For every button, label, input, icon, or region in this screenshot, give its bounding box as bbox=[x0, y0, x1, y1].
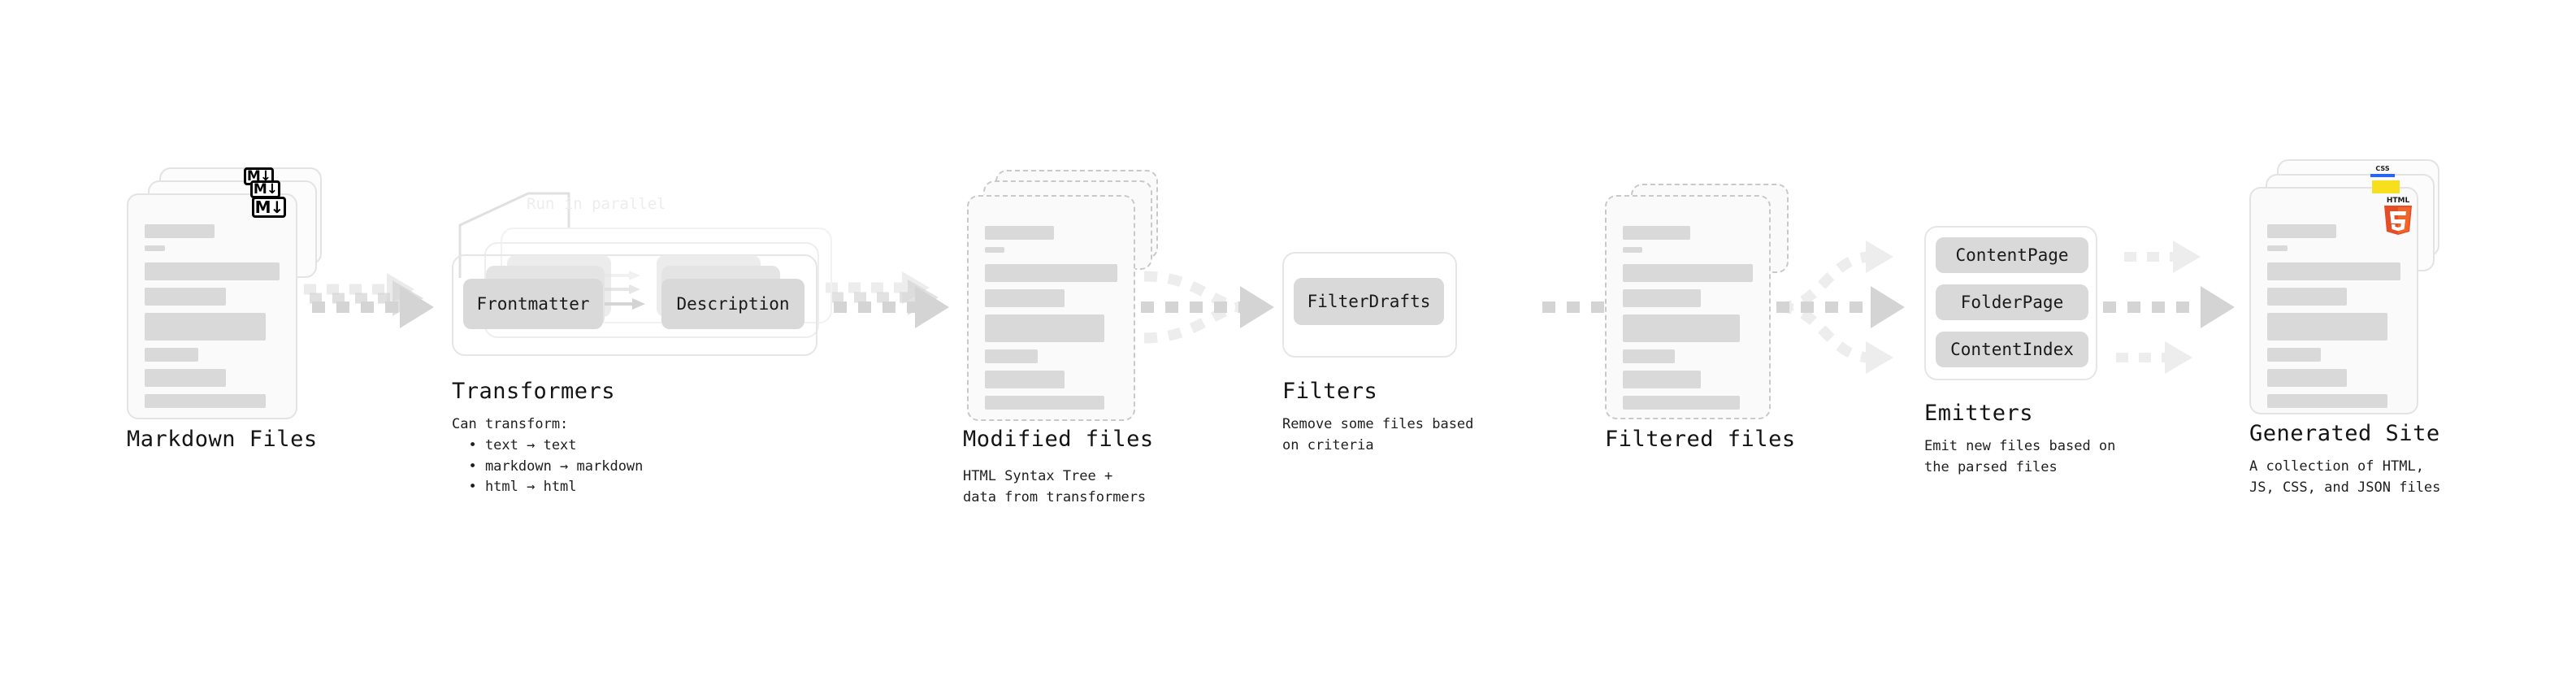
skeleton-line bbox=[145, 288, 226, 306]
transformers-subtitle: Can transform: • text → text • markdown … bbox=[452, 416, 644, 496]
run-in-parallel-bracket bbox=[458, 192, 570, 278]
skeleton-line bbox=[1623, 247, 1642, 253]
svg-text:HTML: HTML bbox=[2387, 197, 2410, 205]
skeleton-line bbox=[2267, 394, 2387, 408]
arrow-filtered-to-emitters bbox=[1776, 241, 1905, 374]
skeleton-line bbox=[1623, 396, 1740, 410]
generated-file-html bbox=[2249, 187, 2418, 414]
chip-frontmatter[interactable]: Frontmatter bbox=[463, 279, 603, 329]
skeleton-line bbox=[2267, 224, 2337, 238]
skeleton-line bbox=[145, 369, 226, 387]
chip-contentpage[interactable]: ContentPage bbox=[1936, 237, 2088, 273]
chip-filterdrafts-label: FilterDrafts bbox=[1307, 292, 1431, 311]
chip-description[interactable]: Description bbox=[661, 279, 804, 329]
markdown-file-front bbox=[127, 193, 297, 419]
chip-description-label: Description bbox=[676, 294, 790, 314]
chip-contentindex-label: ContentIndex bbox=[1950, 340, 2074, 359]
skeleton-line bbox=[145, 313, 267, 340]
skeleton-line bbox=[145, 348, 199, 362]
chip-frontmatter-label: Frontmatter bbox=[476, 294, 590, 314]
generated-site-subtitle: A collection of HTML, JS, CSS, and JSON … bbox=[2249, 458, 2441, 496]
skeleton-line bbox=[985, 349, 1039, 363]
skeleton-line bbox=[985, 289, 1065, 307]
skeleton-line bbox=[2267, 245, 2288, 251]
emitters-title: Emitters bbox=[1924, 401, 2034, 426]
skeleton-line bbox=[1623, 371, 1701, 388]
filtered-file-skeleton bbox=[1623, 226, 1753, 417]
chip-filterdrafts[interactable]: FilterDrafts bbox=[1294, 278, 1444, 325]
skeleton-line bbox=[985, 396, 1104, 410]
chip-folderpage-label: FolderPage bbox=[1960, 293, 2064, 312]
markdown-icon-label: M↓ bbox=[246, 167, 271, 184]
filters-title: Filters bbox=[1282, 379, 1378, 404]
arrow-markdown-to-transformers bbox=[304, 273, 434, 328]
skeleton-line bbox=[2267, 288, 2348, 306]
skeleton-line bbox=[2267, 313, 2387, 340]
arrow-modified-to-filters bbox=[1141, 271, 1274, 344]
filters-subtitle: Remove some files based on criteria bbox=[1282, 416, 1474, 453]
skeleton-line bbox=[145, 394, 267, 408]
chip-folderpage[interactable]: FolderPage bbox=[1936, 284, 2088, 320]
skeleton-line bbox=[985, 226, 1054, 240]
skeleton-line bbox=[985, 264, 1117, 282]
css3-icon-label: CSS bbox=[2375, 165, 2390, 172]
css3-icon-bar bbox=[2370, 174, 2395, 177]
transformers-group bbox=[452, 254, 817, 356]
generated-site-title: Generated Site bbox=[2249, 421, 2440, 446]
arrow-emitters-to-site bbox=[2103, 241, 2235, 374]
modified-files-subtitle: HTML Syntax Tree + data from transformer… bbox=[963, 468, 1147, 505]
markdown-files-title: Markdown Files bbox=[127, 427, 318, 452]
skeleton-line bbox=[1623, 314, 1740, 342]
chip-contentindex[interactable]: ContentIndex bbox=[1936, 332, 2088, 367]
markdown-icon-label: M↓ bbox=[253, 180, 278, 197]
css3-icon: CSS bbox=[2370, 166, 2395, 177]
transformers-title: Transformers bbox=[452, 379, 616, 404]
emitters-group bbox=[1924, 226, 2097, 380]
emitters-subtitle: Emit new files based on the parsed files bbox=[1924, 438, 2116, 475]
arrow-transformers-to-modified bbox=[826, 271, 949, 328]
skeleton-line bbox=[985, 371, 1065, 388]
skeleton-line bbox=[2267, 369, 2348, 387]
modified-files-title: Modified files bbox=[963, 427, 1154, 452]
skeleton-line bbox=[145, 245, 165, 251]
skeleton-line bbox=[1623, 264, 1753, 282]
skeleton-line bbox=[1623, 289, 1701, 307]
html5-icon: HTML bbox=[2384, 197, 2412, 235]
generated-file-skeleton bbox=[2267, 224, 2400, 415]
skeleton-line bbox=[1623, 226, 1691, 240]
skeleton-line bbox=[2267, 348, 2321, 362]
modified-file-skeleton bbox=[985, 226, 1117, 417]
chip-contentpage-label: ContentPage bbox=[1955, 245, 2069, 265]
skeleton-line bbox=[1623, 349, 1675, 363]
markdown-icon: M↓ bbox=[252, 197, 286, 218]
javascript-icon bbox=[2372, 180, 2400, 193]
skeleton-line bbox=[985, 314, 1104, 342]
filtered-files-title: Filtered files bbox=[1605, 427, 1796, 452]
skeleton-line bbox=[145, 224, 215, 238]
modified-file-front bbox=[967, 195, 1135, 421]
filtered-file-front bbox=[1605, 195, 1771, 419]
run-in-parallel-label: Run in parallel bbox=[527, 195, 666, 213]
transformer-inner-arrows bbox=[605, 271, 645, 310]
skeleton-line bbox=[2267, 262, 2400, 280]
filters-group bbox=[1282, 252, 1457, 358]
markdown-icon-label: M↓ bbox=[254, 197, 284, 217]
markdown-icon: M↓ bbox=[250, 180, 280, 198]
skeleton-line bbox=[985, 247, 1005, 253]
skeleton-line bbox=[145, 262, 280, 280]
markdown-file-skeleton bbox=[145, 224, 280, 415]
